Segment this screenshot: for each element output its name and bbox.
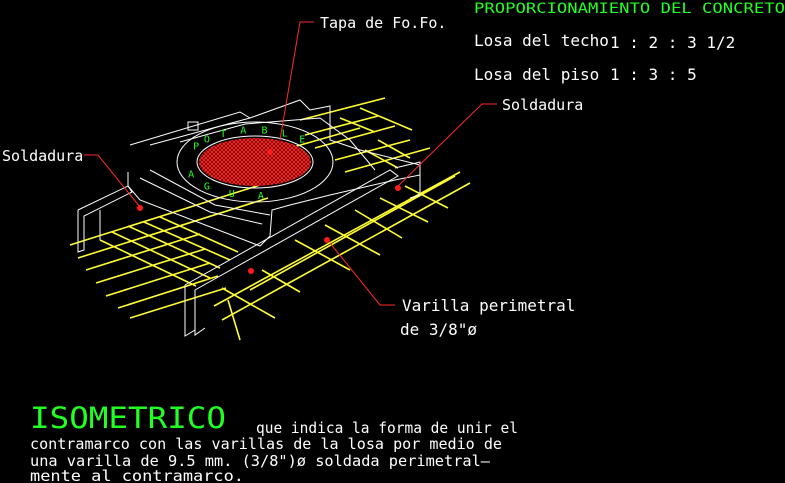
caption-line3: una varilla de 9.5 mm. (3/8")ø soldada p… <box>30 452 491 470</box>
losa-piso-ratio: 1 : 3 : 5 <box>610 65 697 84</box>
rebar <box>111 231 211 279</box>
angle-left <box>77 185 133 253</box>
rebar <box>314 125 396 149</box>
rebar <box>221 287 276 319</box>
lid-letter: L <box>282 128 288 139</box>
rebar <box>261 269 301 293</box>
rebar <box>85 233 201 271</box>
lid-handle <box>187 121 199 131</box>
rebar <box>221 182 471 321</box>
rebar <box>105 262 211 297</box>
lid-letter: G <box>204 181 210 192</box>
rebar <box>129 287 227 319</box>
lid-outer <box>176 121 334 203</box>
losa-piso-label: Losa del piso <box>474 65 599 84</box>
rebar <box>227 299 241 341</box>
leader-soldadura-right <box>397 103 497 187</box>
label-varilla-line1: Varilla perimetral <box>402 296 575 315</box>
rebar <box>99 239 197 287</box>
proporcionamiento-title: PROPORCIONAMIENTO DEL CONCRETO <box>474 1 785 17</box>
rebar <box>77 197 269 259</box>
angle-front <box>184 169 399 337</box>
label-soldadura-left: Soldadura <box>2 147 83 165</box>
rebar <box>404 185 449 209</box>
rebar <box>359 107 413 131</box>
rebar <box>379 197 429 223</box>
leader-lines <box>84 21 497 306</box>
rebar <box>334 139 411 161</box>
label-tapa: Tapa de Fo.Fo. <box>320 14 446 32</box>
leader-soldadura-left <box>84 154 141 208</box>
frame-inner <box>179 117 376 171</box>
lid-inner <box>196 135 314 189</box>
frame-lip <box>149 169 271 216</box>
rebar <box>213 171 461 307</box>
frame-lip-2 <box>139 177 263 225</box>
rebar <box>95 248 206 284</box>
rebar <box>344 147 431 173</box>
angle-right <box>394 161 421 199</box>
lid-letter: E <box>299 134 305 145</box>
lid-letter: A <box>258 191 264 202</box>
lid-letter: A <box>240 126 246 137</box>
rebar <box>127 225 221 269</box>
weld-dot <box>324 237 330 243</box>
rebar-grid-b <box>99 107 449 341</box>
rebar <box>294 239 351 271</box>
label-varilla-line2: de 3/8"ø <box>400 320 477 339</box>
rebar <box>69 184 261 246</box>
lid-letter: A <box>188 169 194 180</box>
lid-letter: O <box>204 135 210 146</box>
weld-marks <box>137 149 401 274</box>
lid-letter: U <box>229 189 235 200</box>
rebar <box>377 139 411 159</box>
rebar <box>117 275 219 309</box>
caption-heading: ISOMETRICO <box>30 401 226 435</box>
lid-grate <box>199 138 311 186</box>
weld-dot <box>248 268 254 274</box>
frame-top-edge <box>149 117 251 146</box>
rebar-grid-a <box>69 97 471 321</box>
rebar <box>354 209 403 239</box>
lid-letter: B <box>262 125 268 136</box>
leader-varilla <box>329 242 395 306</box>
rebar <box>143 221 231 261</box>
losa-techo-label: Losa del techo <box>474 31 609 50</box>
losa-techo-ratio: 1 : 2 : 3 1/2 <box>610 33 735 52</box>
caption-line1: que indica la forma de unir el <box>256 419 518 437</box>
lid-letter: P <box>193 142 199 153</box>
rebar <box>159 216 239 253</box>
rebar <box>304 115 379 136</box>
label-soldadura-right: Soldadura <box>502 96 583 114</box>
weld-dot <box>267 149 273 155</box>
rebar <box>339 117 376 133</box>
caption-line4: mente al contramarco. <box>30 467 244 483</box>
caption-line2: contramarco con las varillas de la losa … <box>30 435 502 453</box>
rebar <box>324 224 381 256</box>
rebar <box>299 97 386 121</box>
rebar <box>249 175 456 291</box>
weld-dot <box>137 205 143 211</box>
contramarco-frame <box>77 99 421 337</box>
weld-dot <box>395 185 401 191</box>
lid-letter: T <box>220 129 226 140</box>
leader-tapa <box>279 21 314 141</box>
angle-front-b <box>194 290 206 336</box>
